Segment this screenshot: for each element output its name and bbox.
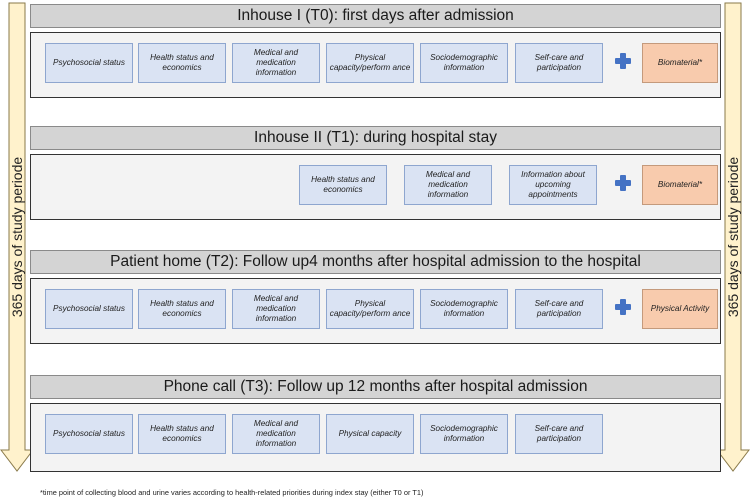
phase-title: Phone call (T3): Follow up 12 months aft…: [30, 375, 721, 399]
study-period-label-left: 365 days of study periode: [9, 156, 25, 318]
phase-panel: Psychosocial status Health status and ec…: [30, 403, 721, 472]
footnote: *time point of collecting blood and urin…: [40, 488, 424, 497]
item-biomaterial: Biomaterial*: [642, 165, 718, 205]
item-sociodemographic: Sociodemographic information: [420, 414, 508, 454]
plus-icon: [615, 175, 631, 191]
phase-panel: Health status and economics Medical and …: [30, 154, 721, 220]
item-sociodemographic: Sociodemographic information: [420, 43, 508, 83]
phase-t1: Inhouse II (T1): during hospital stay He…: [30, 126, 721, 220]
item-medical-information: Medical and medication information: [232, 289, 320, 329]
phase-panel: Psychosocial status Health status and ec…: [30, 32, 721, 98]
item-psychosocial-status: Psychosocial status: [45, 43, 133, 83]
item-health-status: Health status and economics: [299, 165, 387, 205]
item-physical-capacity: Physical capacity: [326, 414, 414, 454]
study-period-label-right: 365 days of study periode: [725, 156, 741, 318]
item-health-status: Health status and economics: [138, 289, 226, 329]
phase-title: Patient home (T2): Follow up4 months aft…: [30, 250, 721, 274]
item-sociodemographic: Sociodemographic information: [420, 289, 508, 329]
item-medical-information: Medical and medication information: [232, 43, 320, 83]
study-period-arrow-right: 365 days of study periode: [716, 2, 750, 472]
item-medical-information: Medical and medication information: [232, 414, 320, 454]
phase-panel: Psychosocial status Health status and ec…: [30, 278, 721, 344]
item-appointments: Information about upcoming appointments: [509, 165, 597, 205]
item-physical-activity: Physical Activity: [642, 289, 718, 329]
item-psychosocial-status: Psychosocial status: [45, 414, 133, 454]
down-arrow-icon: [716, 2, 750, 472]
item-medical-information: Medical and medication information: [404, 165, 492, 205]
phase-t3: Phone call (T3): Follow up 12 months aft…: [30, 375, 721, 472]
item-self-care: Self-care and participation: [515, 43, 603, 83]
item-physical-capacity: Physical capacity/perform ance: [326, 43, 414, 83]
plus-icon: [615, 53, 631, 69]
item-self-care: Self-care and participation: [515, 414, 603, 454]
phase-t0: Inhouse I (T0): first days after admissi…: [30, 4, 721, 98]
phase-t2: Patient home (T2): Follow up4 months aft…: [30, 250, 721, 344]
item-health-status: Health status and economics: [138, 43, 226, 83]
study-period-arrow-left: 365 days of study periode: [0, 2, 34, 472]
plus-icon: [615, 299, 631, 315]
item-self-care: Self-care and participation: [515, 289, 603, 329]
item-physical-capacity: Physical capacity/perform ance: [326, 289, 414, 329]
down-arrow-icon: [0, 2, 34, 472]
item-psychosocial-status: Psychosocial status: [45, 289, 133, 329]
item-biomaterial: Biomaterial*: [642, 43, 718, 83]
phase-title: Inhouse II (T1): during hospital stay: [30, 126, 721, 150]
item-health-status: Health status and economics: [138, 414, 226, 454]
phase-title: Inhouse I (T0): first days after admissi…: [30, 4, 721, 28]
